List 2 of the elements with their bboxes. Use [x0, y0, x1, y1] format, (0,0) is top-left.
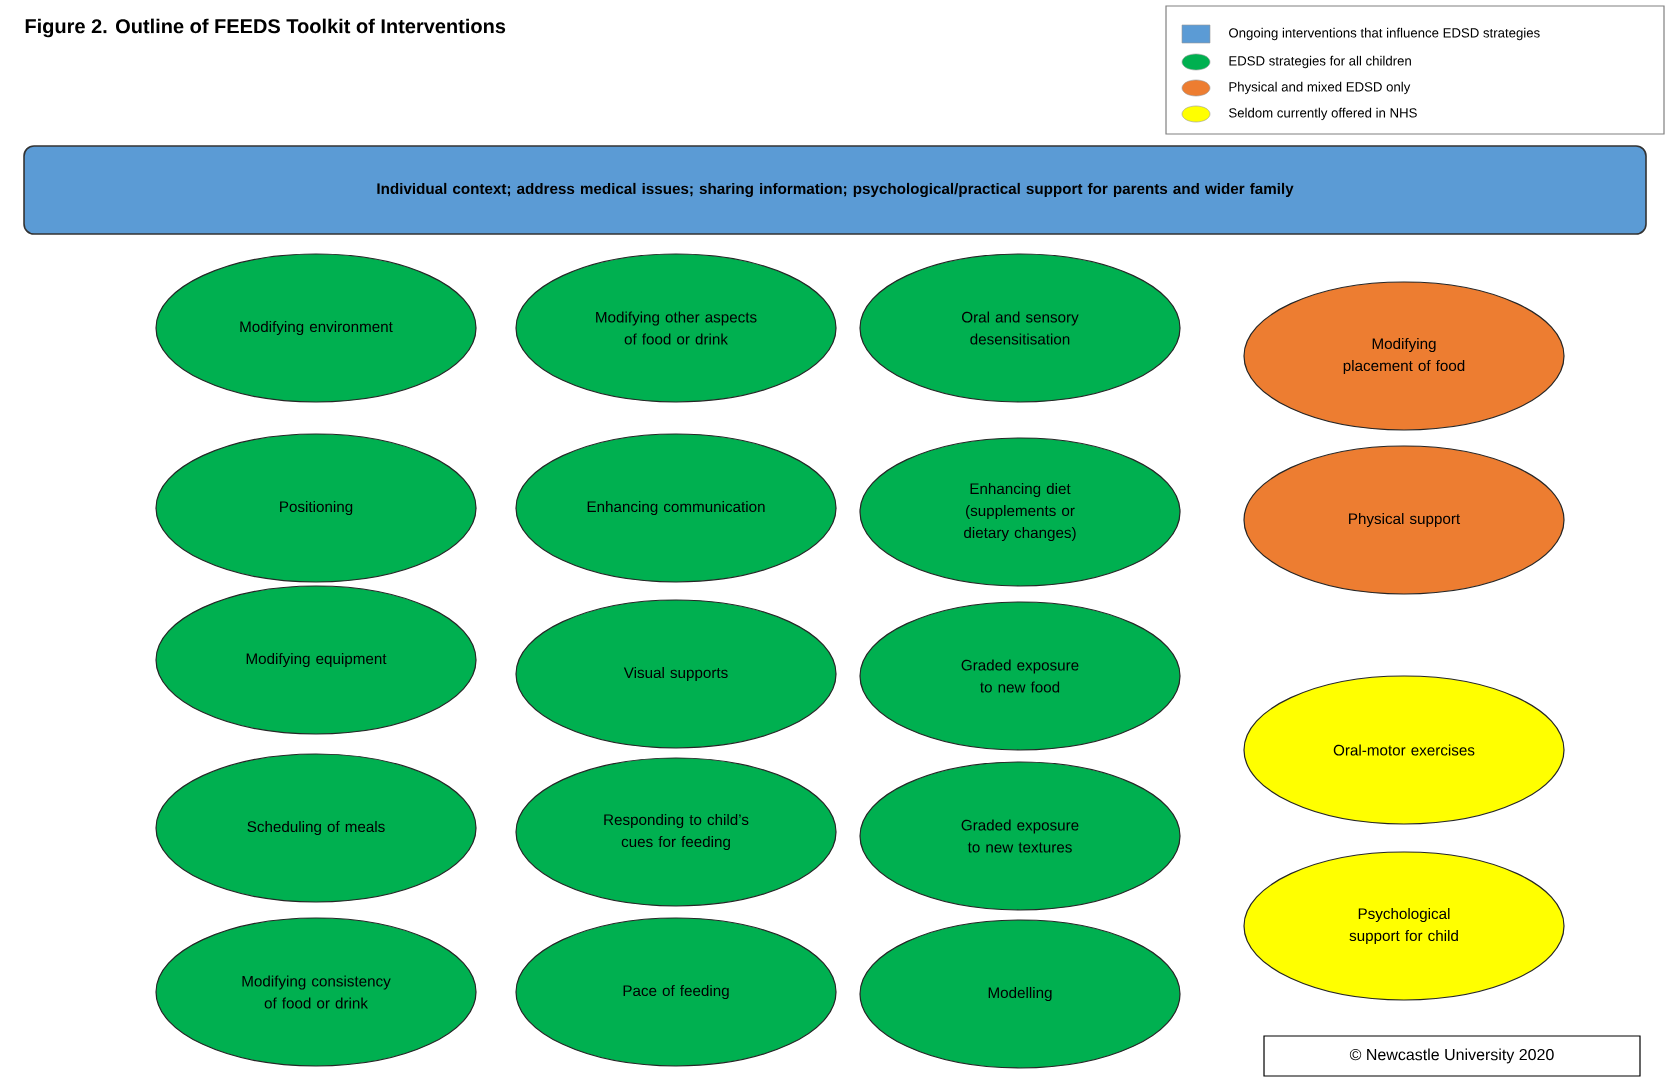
figure-title: Figure 2. Outline of FEEDS Toolkit of Interventions: [25, 18, 506, 38]
copyright-box: © Newcastle University 2020: [1263, 1035, 1641, 1077]
